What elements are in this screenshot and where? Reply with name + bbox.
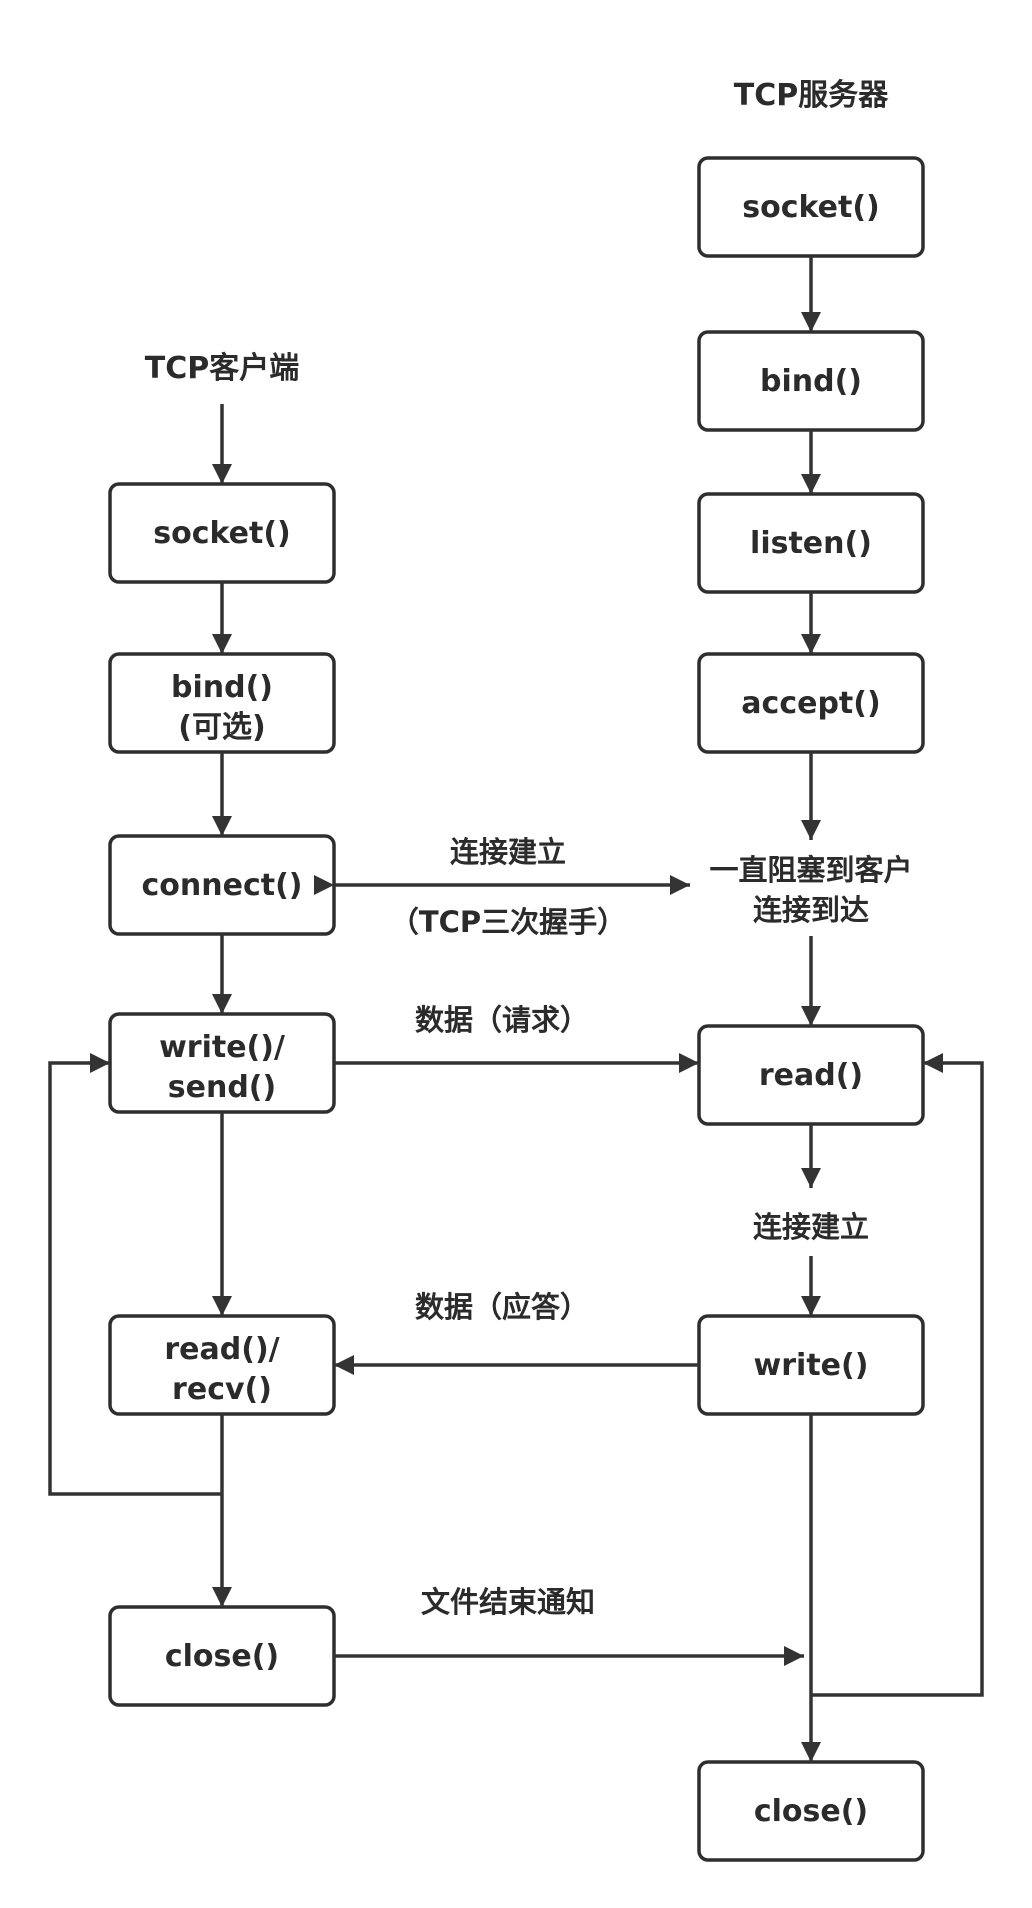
client-write-label: write()/ <box>159 1030 285 1065</box>
server-write-box: write() <box>697 1314 925 1416</box>
client-socket-box: socket() <box>108 482 336 584</box>
client-connect-label: connect() <box>141 868 302 903</box>
server-accept-box: accept() <box>697 652 925 754</box>
client-bind-box: bind() (可选) <box>108 652 336 754</box>
server-listen-label: listen() <box>750 526 872 561</box>
server-read-box: read() <box>697 1024 925 1126</box>
server-title: TCP服务器 <box>734 78 889 113</box>
server-read-label: read() <box>759 1058 863 1093</box>
server-accept-label: accept() <box>741 686 880 721</box>
server-socket-box: socket() <box>697 156 925 258</box>
arrow-client-loop-back-to-write <box>48 1053 222 1496</box>
client-read-label: read()/ <box>164 1332 279 1367</box>
client-read-box: read()/ recv() <box>108 1314 336 1416</box>
server-close-box: close() <box>697 1760 925 1862</box>
client-connect-box: connect() <box>108 834 336 936</box>
client-bind-optional-label: (可选) <box>178 710 265 745</box>
server-bind-label: bind() <box>760 364 862 399</box>
client-bind-label: bind() <box>171 670 273 705</box>
server-blocking-label: 一直阻塞到客户 <box>709 853 912 887</box>
connection-established-label: 连接建立 <box>450 835 566 869</box>
server-close-label: close() <box>754 1794 868 1829</box>
server-bind-box: bind() <box>697 330 925 432</box>
client-close-box: close() <box>108 1605 336 1707</box>
data-request-label: 数据（请求） <box>415 1003 589 1037</box>
server-socket-label: socket() <box>742 190 880 225</box>
client-send-label: send() <box>168 1070 276 1105</box>
client-socket-label: socket() <box>153 516 291 551</box>
eof-notification-label: 文件结束通知 <box>421 1585 595 1619</box>
server-blocking-label-2: 连接到达 <box>753 893 869 927</box>
arrow-server-loop-back-to-read <box>811 1053 984 1697</box>
data-response-label: 数据（应答） <box>415 1290 589 1324</box>
client-recv-label: recv() <box>172 1372 272 1407</box>
client-close-label: close() <box>165 1639 279 1674</box>
three-way-handshake-label: （TCP三次握手） <box>390 905 626 939</box>
client-title: TCP客户端 <box>145 351 299 386</box>
client-write-box: write()/ send() <box>108 1012 336 1114</box>
server-listen-box: listen() <box>697 492 925 594</box>
server-write-label: write() <box>754 1348 869 1383</box>
server-processing-label: 连接建立 <box>753 1210 869 1244</box>
